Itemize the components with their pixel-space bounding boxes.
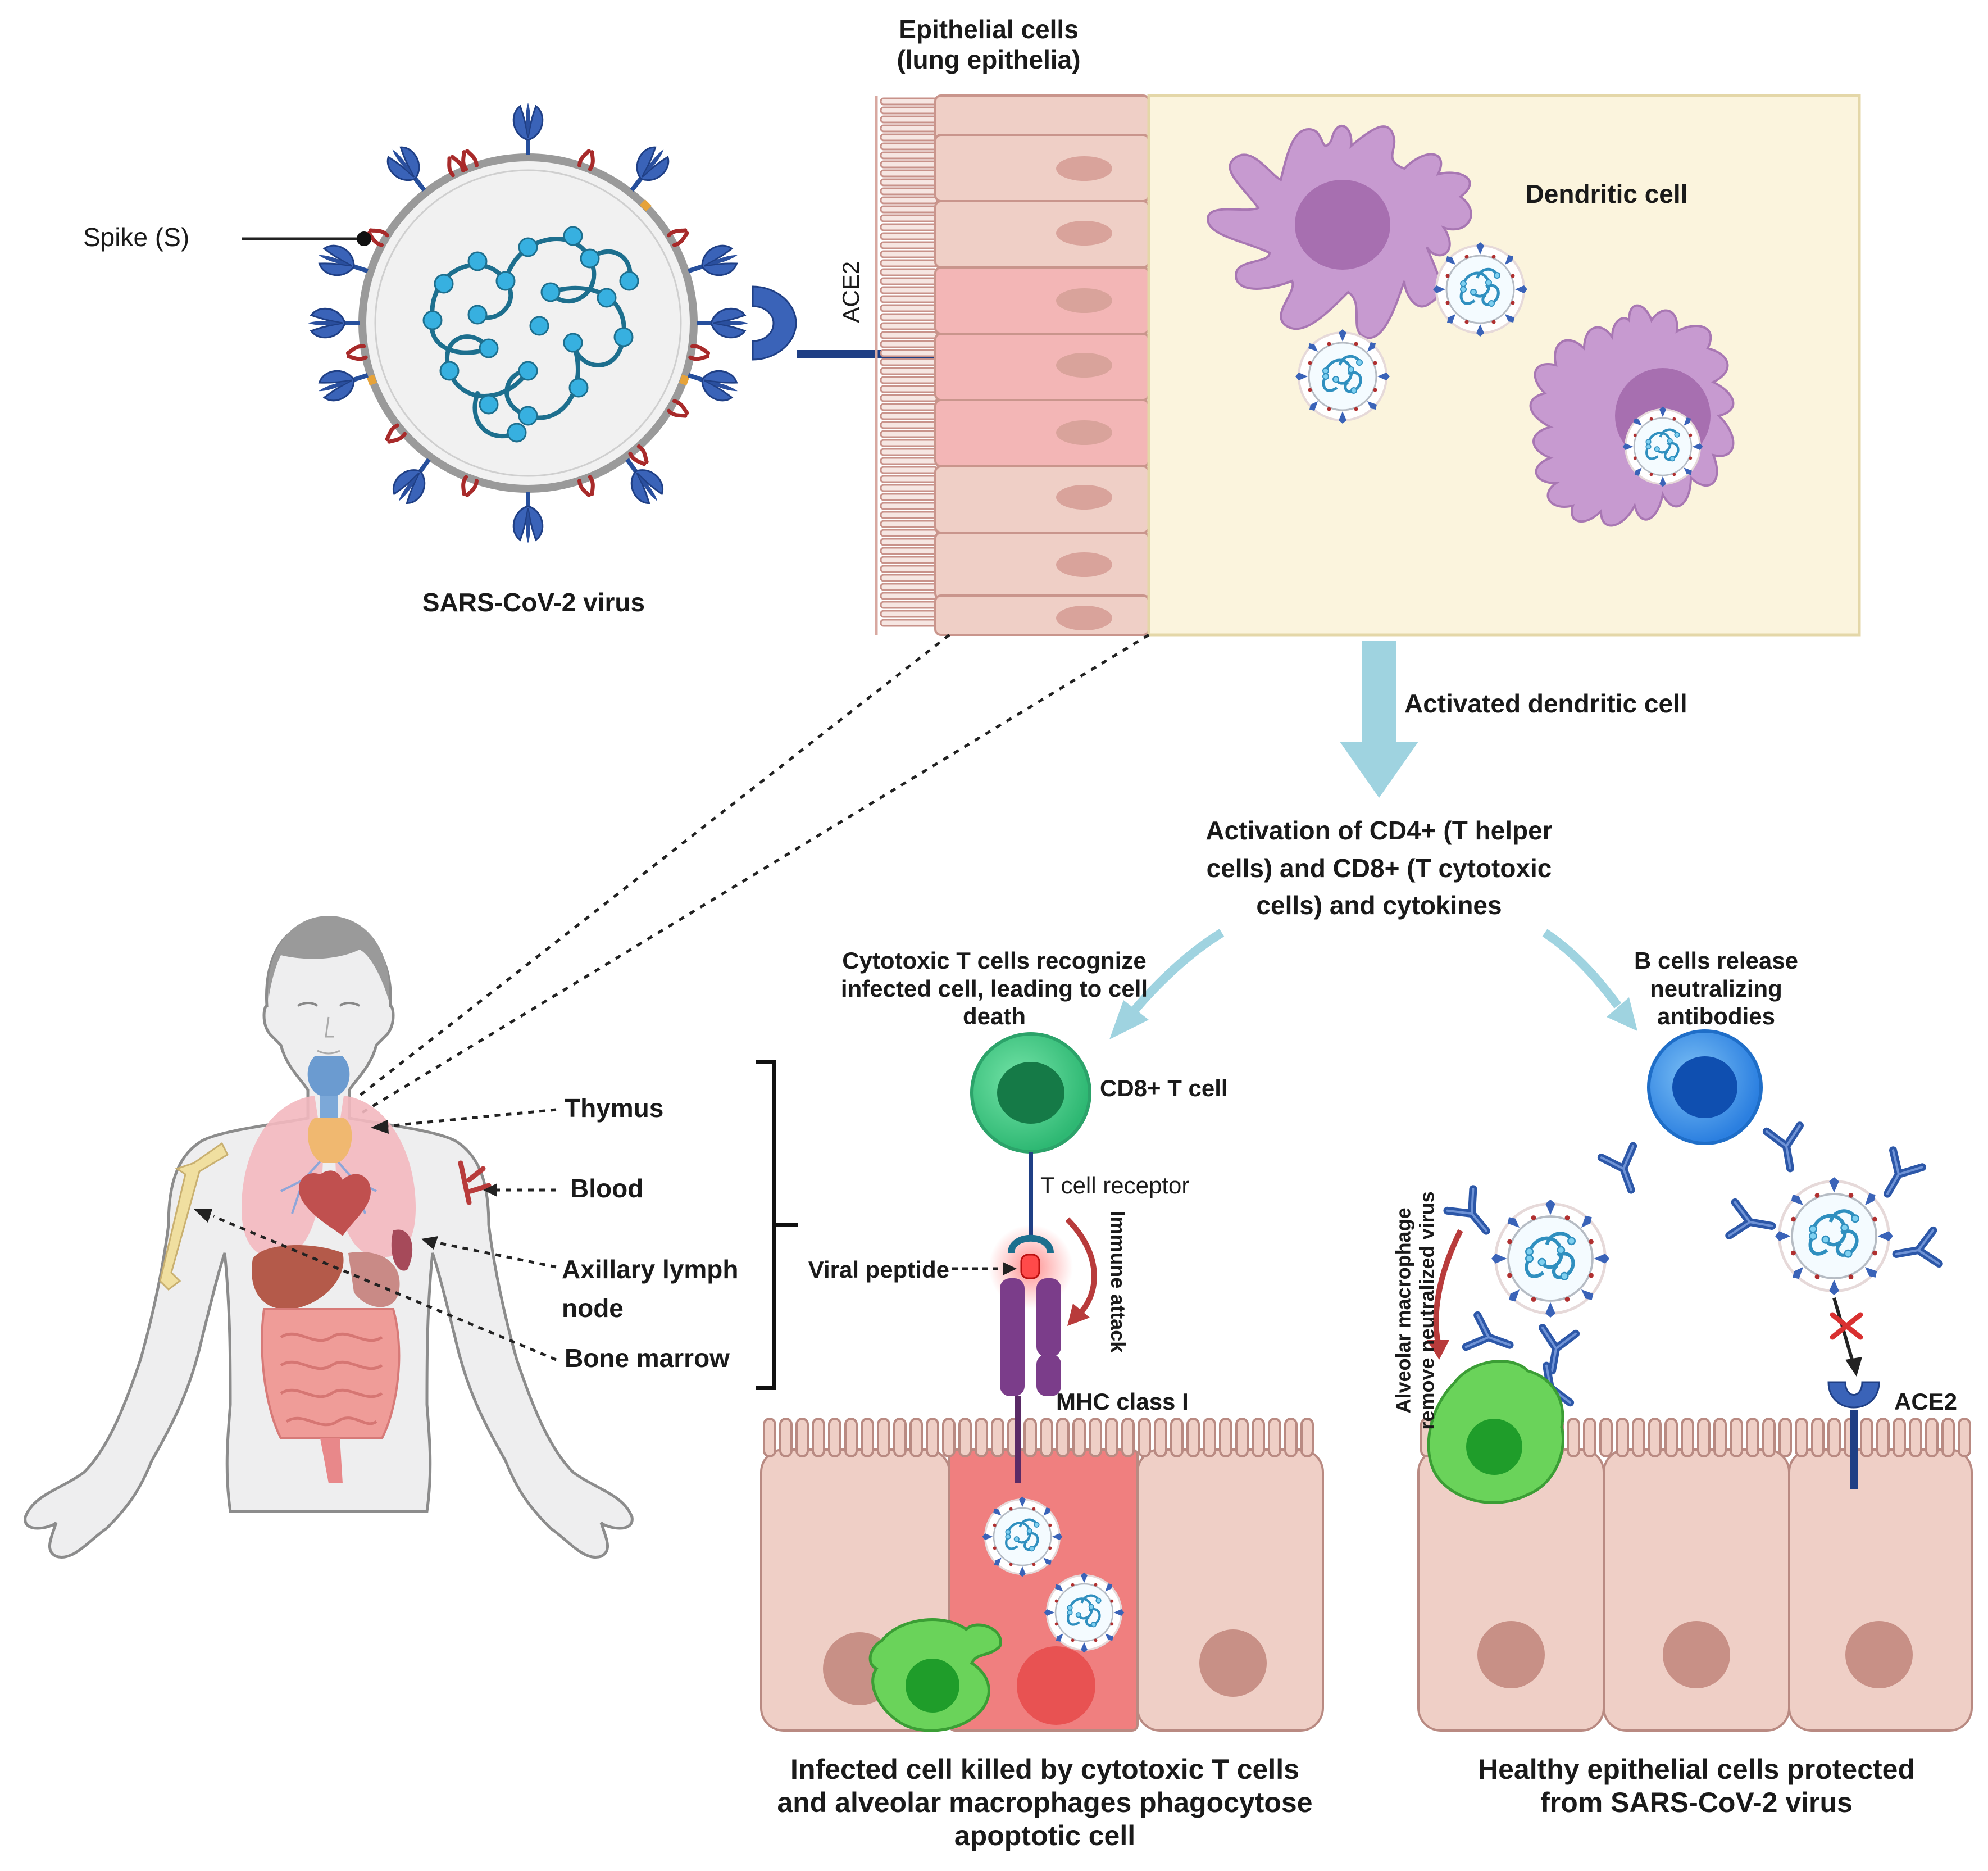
virus-caption: SARS-CoV-2 virus: [422, 588, 645, 617]
neutralized-virus-2: [1775, 1177, 1893, 1295]
ace2-bottom-label: ACE2: [1894, 1388, 1958, 1415]
organs-bracket: [756, 1060, 798, 1390]
free-virus-2: [1295, 329, 1390, 424]
cytotoxic-label: Cytotoxic T cells recognize infected cel…: [840, 947, 1148, 1030]
organ-pointer-heads: [194, 1120, 497, 1250]
virus-in-dendritic: [1623, 407, 1703, 487]
organ-pointers: [213, 1108, 557, 1361]
ace2-top-label: ACE2: [838, 261, 865, 323]
free-virus-1: [1433, 242, 1527, 337]
branch-arrow-left: [1109, 929, 1225, 1039]
activated-dendritic-arrow: [1340, 641, 1418, 798]
viral-peptide-label: Viral peptide: [808, 1256, 949, 1283]
viral-peptide-pointer: [952, 1262, 1017, 1275]
blood-label: Blood: [570, 1174, 644, 1203]
branch-arrow-right: [1542, 929, 1637, 1031]
infected-virus-2: [1044, 1573, 1125, 1653]
macrophage-remove-label: Alveolar macrophage remove neutralized v…: [1391, 1191, 1439, 1430]
healthy-caption: Healthy epithelial cells protected from …: [1477, 1754, 1916, 1818]
activated-dc-label: Activated dendritic cell: [1404, 689, 1687, 718]
mhc-label: MHC class I: [1056, 1388, 1189, 1415]
macrophage-left: [868, 1618, 1002, 1732]
tcr-label: T cell receptor: [1040, 1172, 1190, 1198]
human-body: [24, 916, 634, 1559]
b-cell: [1647, 1029, 1763, 1145]
dendritic-cell-label: Dendritic cell: [1525, 179, 1688, 208]
spike-label: Spike (S): [83, 222, 190, 252]
b-cells-label: B cells release neutralizing antibodies: [1634, 947, 1798, 1030]
zoom-dotted-lines: [358, 633, 1150, 1114]
mhc-tcr-complex: [989, 1214, 1073, 1483]
spike-pointer: [242, 231, 371, 246]
epithelial-title: Epithelial cells (lung epithelia): [897, 15, 1081, 75]
dendritic-cell-1: [1206, 125, 1472, 339]
activation-label: Activation of CD4+ (T helper cells) and …: [1205, 816, 1553, 920]
healthy-epithelium: [1417, 1418, 1973, 1732]
immune-attack-label: Immune attack: [1107, 1211, 1130, 1353]
infected-caption: Infected cell killed by cytotoxic T cell…: [777, 1754, 1313, 1851]
infected-virus-1: [982, 1497, 1063, 1577]
infected-epithelium: [760, 1418, 1324, 1732]
macrophage-right: [1427, 1360, 1564, 1504]
bone-marrow-label: Bone marrow: [565, 1343, 730, 1373]
macrophage-removal-arrow: [1427, 1229, 1463, 1360]
neutralized-virus-1: [1491, 1200, 1609, 1318]
ace2-blocked: [1827, 1297, 1880, 1489]
cd8-t-cell: [970, 1032, 1091, 1214]
sars-cov-2-virus: [308, 103, 748, 543]
lung-epithelium-top: [875, 94, 1150, 636]
immune-attack-arrow: [1065, 1217, 1097, 1326]
cd8-label: CD8+ T cell: [1100, 1075, 1228, 1101]
axillary-label: Axillary lymph node: [562, 1255, 739, 1323]
thymus-label: Thymus: [565, 1093, 664, 1123]
